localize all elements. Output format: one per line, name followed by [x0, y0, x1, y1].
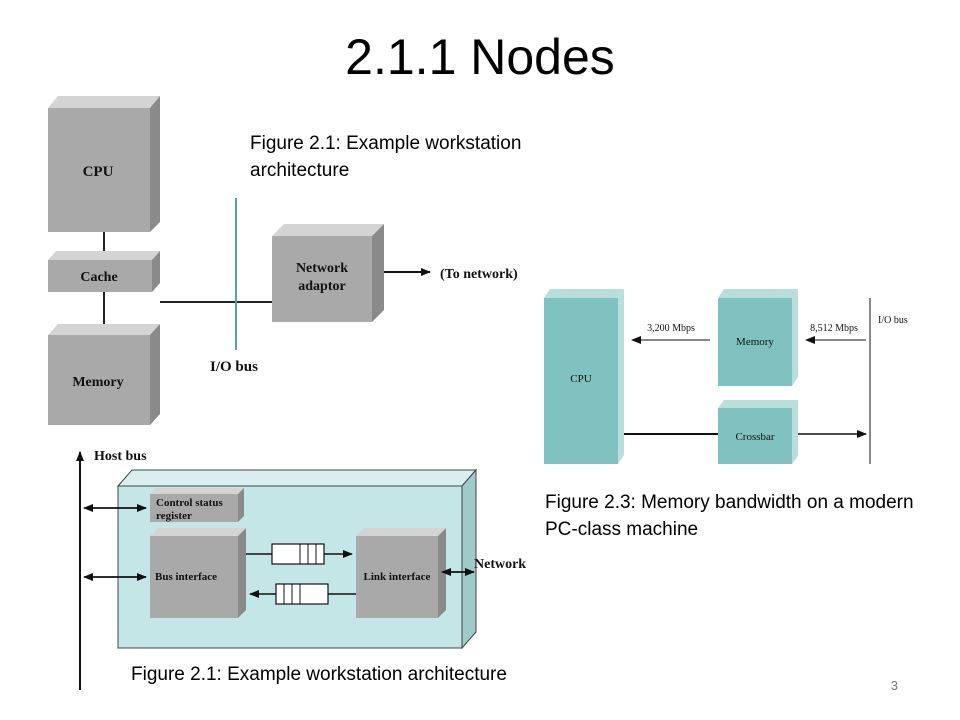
page-number: 3 — [890, 678, 898, 693]
bw-memory-io-label: 8,512 Mbps — [810, 323, 858, 334]
slide-title: 2.1.1 Nodes — [345, 29, 615, 85]
crossbar-block-label: Crossbar — [735, 431, 774, 443]
figure-c-caption: Figure 2.1: Example workstation architec… — [131, 664, 507, 685]
control-status-label-1: Control status — [156, 497, 223, 509]
figure-memory-bandwidth: CPU Memory Crossbar 3,200 Mbps 8,512 Mbp… — [544, 289, 908, 464]
host-bus-label: Host bus — [94, 449, 147, 464]
outbound-queue — [246, 543, 353, 565]
network-adaptor-box: Network adaptor — [272, 224, 384, 322]
link-interface-label: Link interface — [364, 571, 431, 583]
control-status-register-box: Control status register — [150, 488, 244, 522]
crossbar-block: Crossbar — [718, 400, 798, 464]
io-bus-label-b: I/O bus — [878, 315, 908, 326]
memory-label: Memory — [72, 375, 123, 390]
memory-block: Memory — [718, 289, 798, 386]
cpu-block: CPU — [544, 289, 624, 464]
figure-network-adaptor: Host bus Control status register Bus int… — [76, 449, 526, 690]
link-interface-box: Link interface — [356, 528, 446, 618]
network-adaptor-label-2: adaptor — [298, 279, 345, 294]
cpu-box: CPU — [48, 96, 160, 232]
host-bus-arrows — [83, 504, 147, 581]
cache-label: Cache — [80, 270, 117, 285]
figure-workstation-architecture: CPU Cache Memory Network adaptor (To net… — [48, 96, 518, 425]
inbound-queue — [249, 583, 356, 605]
figure-a-caption: Figure 2.1: Example workstation architec… — [250, 133, 522, 181]
io-bus-label-a: I/O bus — [210, 359, 258, 375]
control-status-label-2: register — [156, 510, 192, 522]
to-network-label: (To network) — [440, 267, 518, 282]
cache-box: Cache — [48, 251, 160, 292]
network-adaptor-label-1: Network — [296, 261, 348, 276]
memory-block-label: Memory — [736, 336, 774, 348]
cpu-label: CPU — [83, 164, 114, 180]
bus-interface-label: Bus interface — [155, 571, 217, 583]
memory-box: Memory — [48, 324, 160, 425]
cpu-block-label: CPU — [570, 373, 591, 385]
figure-b-caption: Figure 2.3: Memory bandwidth on a modern… — [545, 492, 914, 540]
bus-interface-box: Bus interface — [150, 528, 246, 618]
bw-cpu-memory-label: 3,200 Mbps — [647, 323, 695, 334]
network-label: Network — [474, 557, 526, 572]
